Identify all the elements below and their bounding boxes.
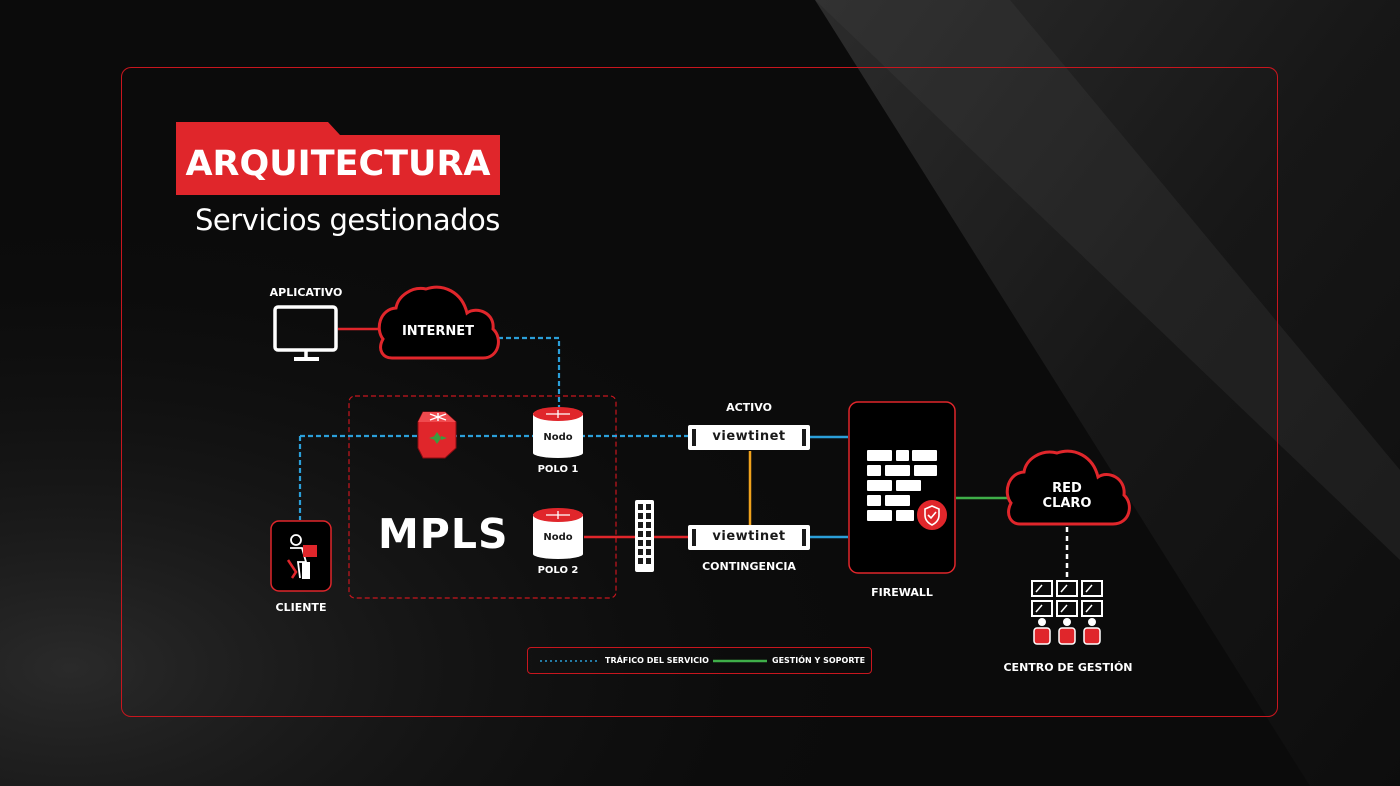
legend-management-label: GESTIÓN Y SOPORTE	[772, 656, 866, 665]
polo1-label: POLO 1	[537, 464, 579, 475]
internet-cloud-icon	[377, 285, 500, 360]
nodo-polo1-icon	[533, 407, 583, 458]
viewtinet-contingency-device	[688, 525, 810, 550]
page-subtitle: Servicios gestionados	[195, 203, 500, 237]
nodo-polo2-icon	[533, 508, 583, 559]
firewall-links	[810, 435, 848, 539]
internet-label: INTERNET	[401, 324, 475, 339]
switch-icon	[635, 500, 654, 572]
firewall-icon	[848, 401, 956, 574]
diagram-panel	[121, 67, 1278, 717]
traffic-lines	[298, 336, 688, 520]
viewtinet-contingency-label: viewtinet	[712, 529, 786, 544]
legend	[527, 647, 872, 674]
polo2-label: POLO 2	[537, 565, 579, 576]
firewall-label: FIREWALL	[871, 586, 933, 599]
cliente-icon	[270, 520, 332, 592]
activo-label: ACTIVO	[726, 401, 772, 414]
page-title: ARQUITECTURA	[185, 144, 491, 184]
aplicativo-label: APLICATIVO	[269, 286, 343, 299]
title-tag	[176, 122, 500, 195]
red-claro-label: RED CLARO	[1042, 481, 1092, 511]
mpls-router-icon	[417, 411, 457, 459]
centro-gestion-label: CENTRO DE GESTIÓN	[1003, 661, 1133, 674]
cliente-label: CLIENTE	[275, 601, 327, 614]
legend-traffic-label: TRÁFICO DEL SERVICIO	[605, 656, 709, 665]
centro-gestion-icon	[1031, 580, 1103, 645]
red-claro-cloud-icon	[1005, 449, 1131, 526]
viewtinet-active-label: viewtinet	[712, 429, 786, 444]
nodo2-tag: Nodo	[543, 532, 573, 543]
nodo1-tag: Nodo	[543, 432, 573, 443]
monitor-icon	[273, 305, 338, 361]
contingencia-label: CONTINGENCIA	[702, 560, 796, 573]
mpls-label: MPLS	[378, 510, 509, 558]
viewtinet-active-device	[688, 425, 810, 450]
